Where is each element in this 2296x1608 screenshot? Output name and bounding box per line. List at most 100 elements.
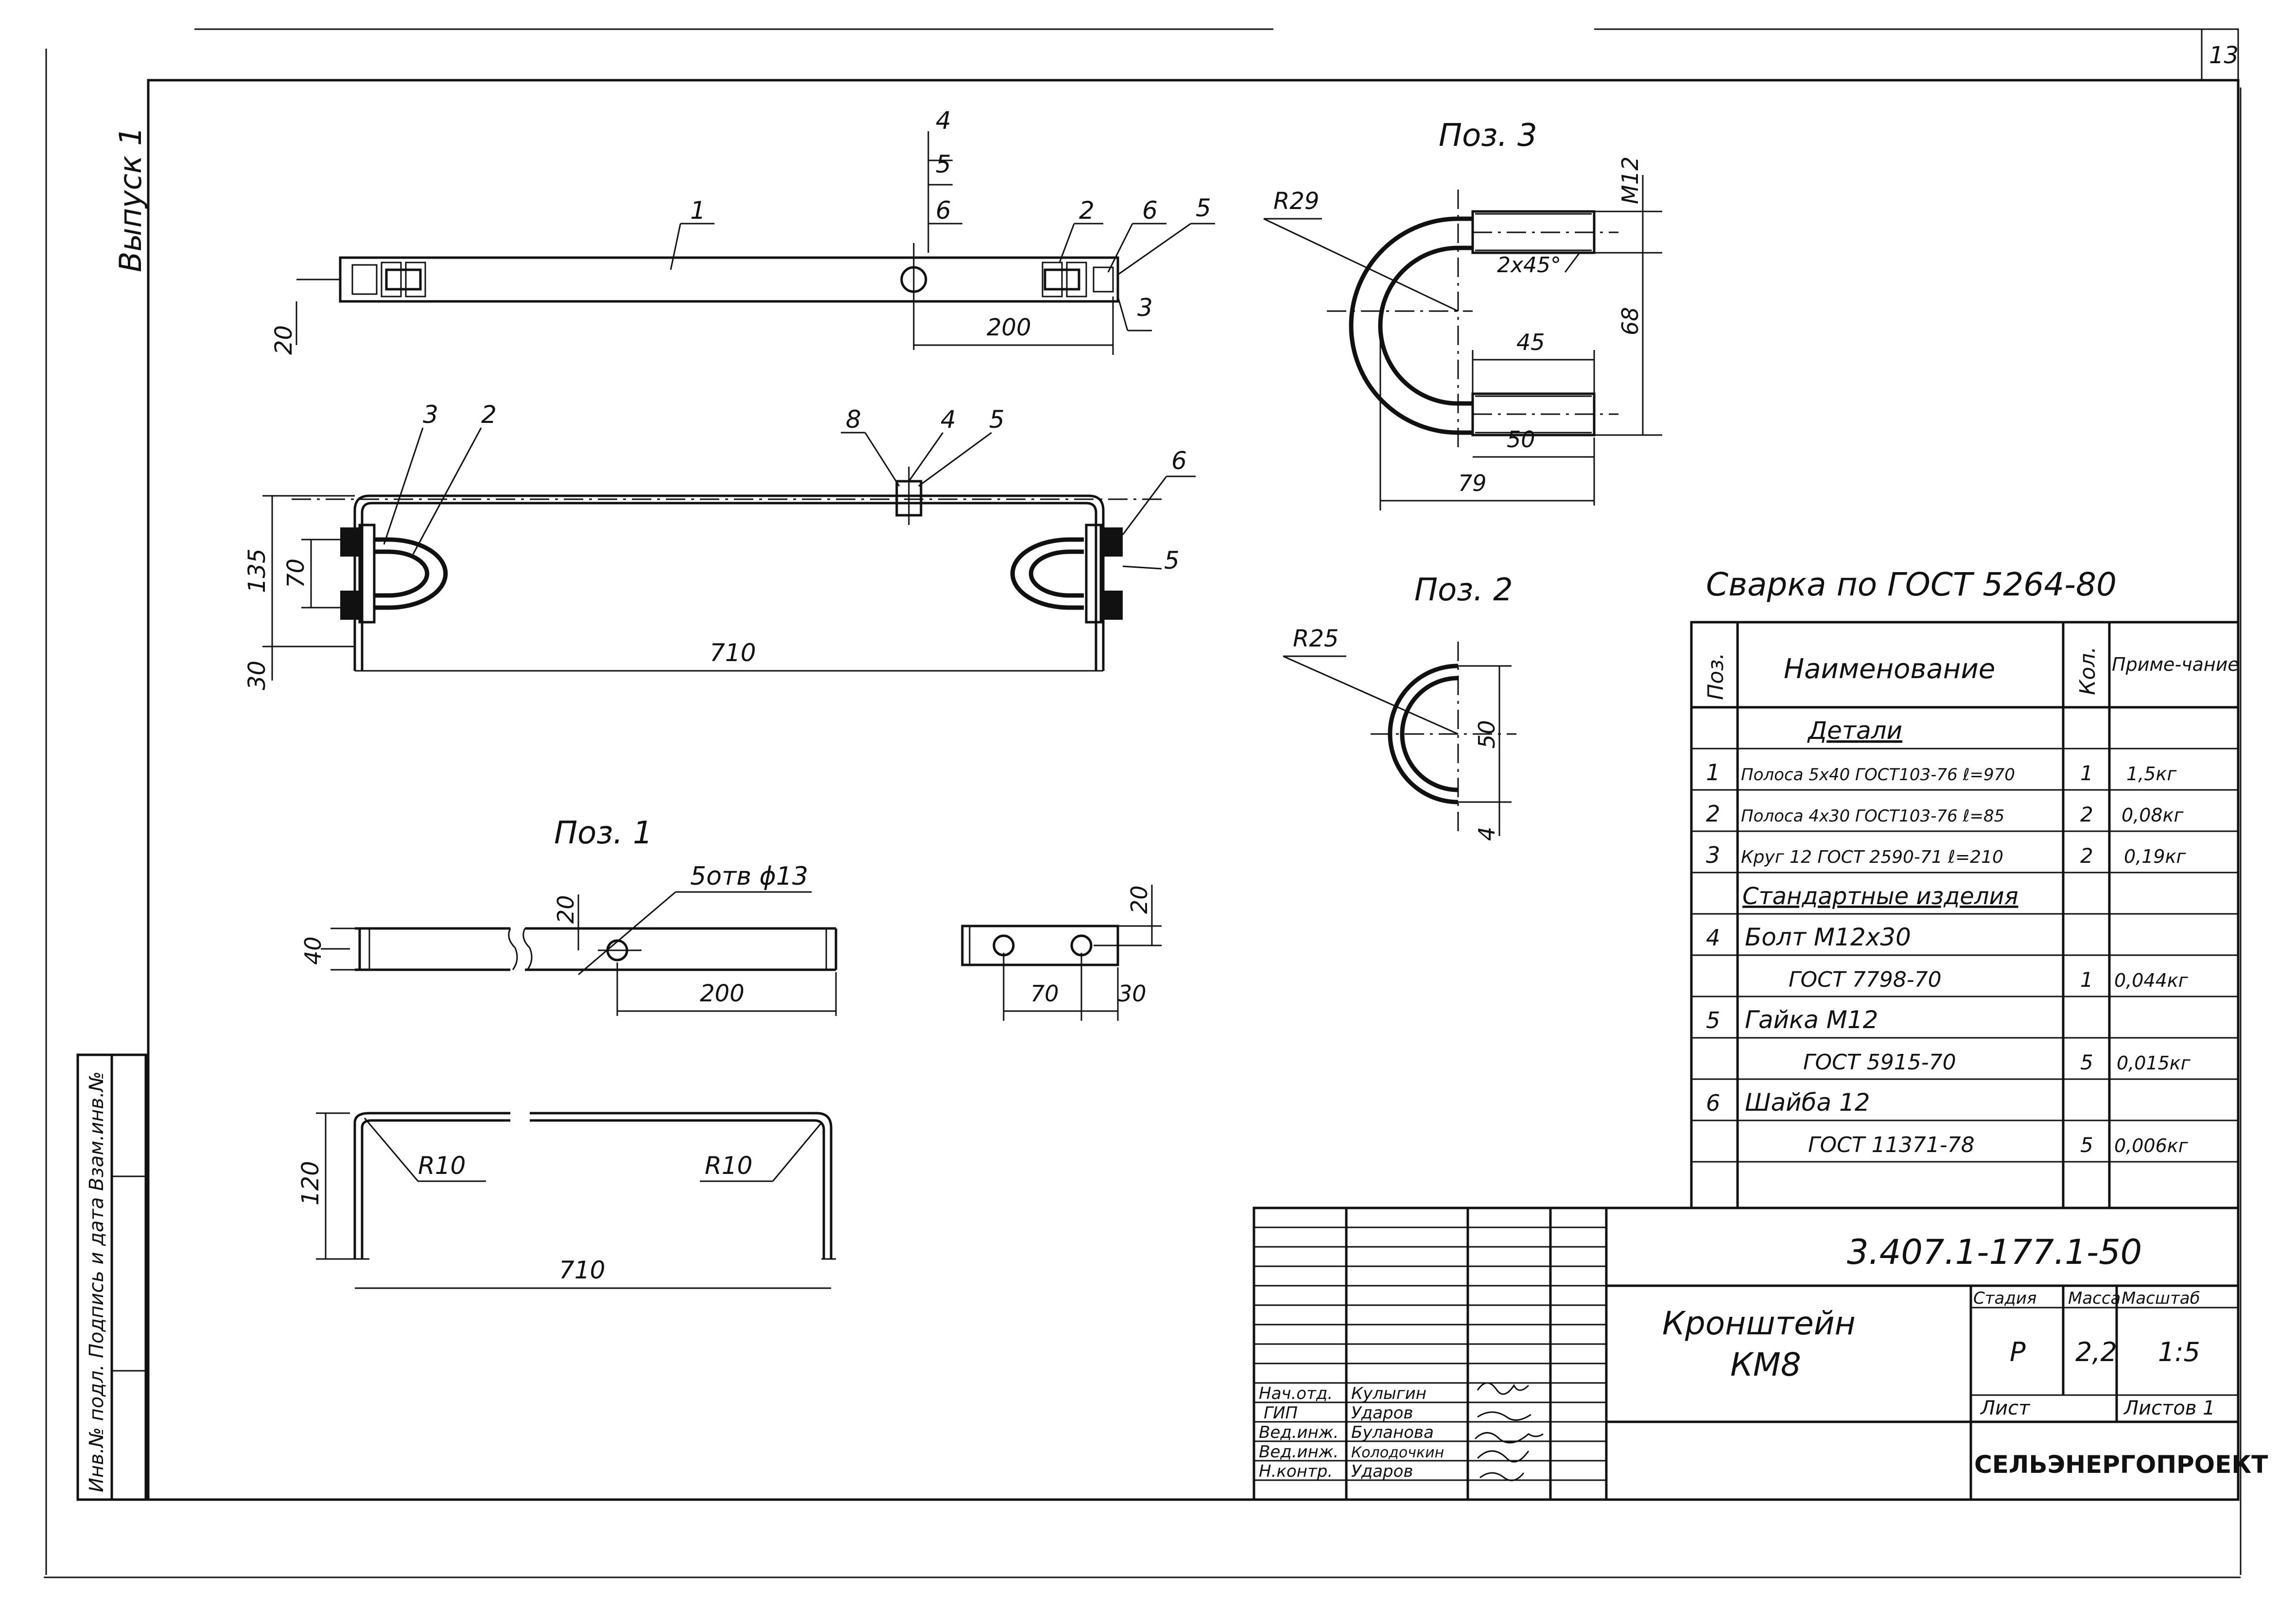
sheet-edge-lines (44, 28, 2242, 1578)
scale-header: Масштаб (2122, 1289, 2200, 1308)
top-pos-6: 6 (936, 196, 951, 225)
spec-row-6-note: 0,044кг (2114, 970, 2189, 991)
poz1-dim-r10b: R10 (705, 1152, 752, 1180)
sheets-label: Листов 1 (2123, 1397, 2215, 1419)
front-view: 135 70 30 710 3 2 8 4 5 6 5 (244, 401, 1196, 690)
spec-row-1-name: Полоса 5x40 ГОСТ103-76 ℓ=970 (1741, 765, 2015, 785)
top-pos-5b: 5 (1196, 194, 1211, 222)
poz2-view: Поз. 2 R25 50 4 (1283, 572, 1516, 841)
poz3-dim-chamfer: 2x45° (1497, 253, 1561, 278)
spec-row-1-qty: 1 (2080, 761, 2093, 785)
approval-label: Инв.№ подл. Подпись и дата Взам.инв.№ (86, 1071, 108, 1492)
poz1-dim-710: 710 (559, 1256, 605, 1284)
spec-row-8-qty: 5 (2080, 1050, 2093, 1074)
front-pos-5: 5 (989, 405, 1005, 434)
front-pos-6: 6 (1171, 447, 1187, 475)
top-view: 20 200 1 2 3 4 5 6 6 5 (270, 106, 1215, 355)
spec-header-pos: Поз. (1704, 653, 1728, 700)
poz2-title: Поз. 2 (1414, 572, 1513, 608)
stage-header: Стадия (1973, 1289, 2036, 1308)
top-pos-5: 5 (936, 150, 951, 178)
poz3-dim-68: 68 (1617, 307, 1643, 335)
front-dim-710: 710 (710, 639, 756, 667)
signer-2-role: Вед.инж. (1259, 1423, 1339, 1442)
poz3-dim-m12: M12 (1617, 157, 1643, 204)
front-pos-8: 8 (846, 405, 861, 434)
poz2-dim-4: 4 (1474, 827, 1500, 841)
title-block: Нач.отд. Кулыгин ГИП Ударов Вед.инж. Бул… (1252, 1206, 2268, 1501)
poz3-dim-45: 45 (1516, 329, 1545, 355)
spec-row-4-name: Стандартные изделия (1742, 883, 2018, 910)
spec-table: Поз. Наименование Кол. Кол. Приме-чание … (1690, 621, 2240, 1209)
spec-header-name: Наименование (1784, 653, 1995, 685)
front-dim-135: 135 (244, 548, 271, 593)
poz1-dim-30: 30 (1118, 980, 1147, 1007)
spec-row-10-qty: 5 (2080, 1133, 2093, 1157)
poz1-hole-note: 5отв ϕ13 (690, 862, 808, 891)
doc-code: 3.407.1-177.1-50 (1847, 1232, 2142, 1272)
poz2-dim-50: 50 (1474, 720, 1500, 749)
poz3-dim-r29: R29 (1273, 188, 1319, 215)
top-pos-2: 2 (1079, 196, 1095, 225)
signer-1-name: Ударов (1351, 1403, 1413, 1423)
spec-row-10-note: 0,006кг (2114, 1135, 2189, 1156)
poz3-title: Поз. 3 (1439, 118, 1537, 154)
side-label: Выпуск 1 (113, 127, 148, 272)
spec-row-0-name: Детали (1807, 717, 1902, 745)
part-name-line1: Кронштейн (1662, 1305, 1856, 1342)
poz1-title: Поз. 1 (554, 815, 653, 851)
top-pos-3: 3 (1137, 294, 1153, 322)
spec-row-3-note: 0,19кг (2124, 846, 2187, 867)
sheet-label: Лист (1980, 1397, 2031, 1419)
spec-row-9-pos: 6 (1706, 1090, 1720, 1116)
signer-3-role: Вед.инж. (1259, 1442, 1339, 1462)
signer-4-name: Ударов (1351, 1462, 1413, 1481)
spec-row-6-name: ГОСТ 7798-70 (1789, 967, 1942, 992)
signer-0-name: Кулыгин (1351, 1384, 1426, 1403)
poz3-dim-79: 79 (1458, 470, 1487, 496)
top-dim-200: 200 (987, 314, 1031, 341)
spec-row-3-name: Круг 12 ГОСТ 2590-71 ℓ=210 (1741, 847, 2003, 867)
poz1-dim-20b: 20 (1126, 885, 1152, 914)
sheet-number: 13 (2209, 42, 2239, 69)
front-pos-4: 4 (940, 405, 956, 434)
organization: СЕЛЬЭНЕРГОПРОЕКТ (1974, 1451, 2268, 1479)
spec-row-3-qty: 2 (2080, 844, 2093, 868)
poz2-dim-r25: R25 (1293, 625, 1339, 652)
stage-value: Р (2010, 1337, 2026, 1367)
poz1-dim-40: 40 (300, 936, 326, 965)
front-dim-30: 30 (244, 661, 271, 690)
spec-row-5-name: Болт М12x30 (1745, 923, 1911, 951)
signer-0-role: Нач.отд. (1259, 1384, 1333, 1403)
top-pos-4: 4 (936, 106, 951, 135)
spec-row-2-pos: 2 (1706, 801, 1720, 827)
poz1-dim-200: 200 (700, 980, 745, 1007)
part-name-line2: КМ8 (1730, 1346, 1801, 1383)
spec-row-5-pos: 4 (1706, 925, 1720, 951)
signer-1-role: ГИП (1264, 1403, 1298, 1423)
spec-row-6-qty: 1 (2080, 968, 2093, 992)
poz1-dim-r10: R10 (418, 1152, 466, 1180)
spec-row-2-name: Полоса 4x30 ГОСТ103-76 ℓ=85 (1741, 806, 2004, 826)
spec-row-8-note: 0,015кг (2117, 1052, 2191, 1074)
spec-row-7-pos: 5 (1706, 1007, 1720, 1033)
sheet-number-box: 13 (2201, 28, 2239, 81)
spec-row-1-pos: 1 (1706, 759, 1720, 786)
spec-row-3-pos: 3 (1706, 842, 1720, 868)
top-pos-6b: 6 (1142, 196, 1158, 225)
spec-row-1-note: 1,5кг (2126, 763, 2177, 785)
front-dim-70: 70 (282, 559, 310, 588)
scale-value: 1:5 (2158, 1337, 2200, 1367)
front-pos-2: 2 (481, 401, 497, 429)
front-pos-5b: 5 (1164, 546, 1180, 575)
weld-note: Сварка по ГОСТ 5264-80 (1706, 566, 2117, 603)
spec-header-qty-rot: Кол. (2075, 647, 2100, 695)
poz1-dim-70: 70 (1030, 980, 1059, 1007)
mass-header: Масса (2068, 1289, 2121, 1308)
spec-row-7-name: Гайка М12 (1745, 1006, 1879, 1034)
poz3-dim-50: 50 (1507, 426, 1535, 453)
poz1-view: Поз. 1 40 20 200 5отв ϕ13 (297, 815, 1162, 1289)
poz1-dim-20: 20 (553, 895, 579, 924)
mass-value: 2,2 (2075, 1337, 2117, 1367)
